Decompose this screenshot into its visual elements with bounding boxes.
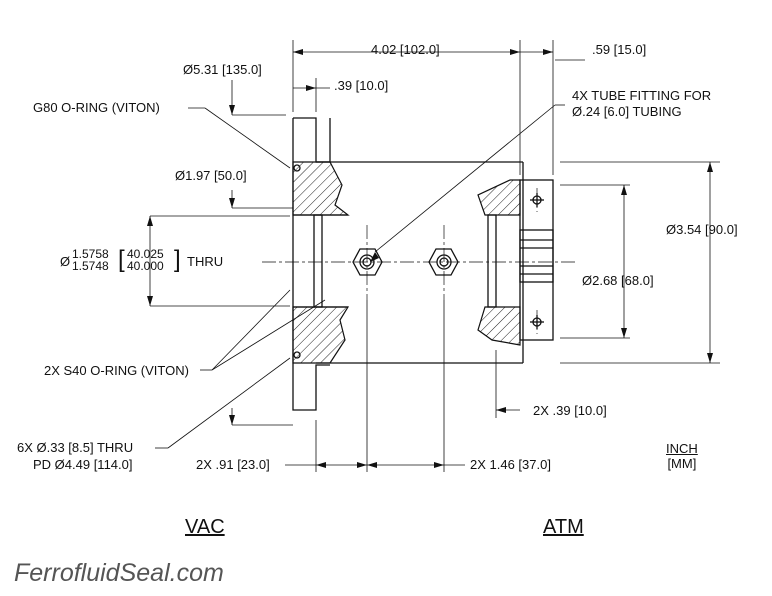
tube-fitting-label-1: 4X TUBE FITTING FOR bbox=[572, 88, 712, 103]
bore-min: 1.5748 bbox=[72, 259, 109, 273]
right-thk-label: 2X .39 [10.0] bbox=[533, 403, 607, 418]
tube-fitting-label-2: Ø.24 [6.0] TUBING bbox=[572, 104, 682, 119]
oring-s40-label: 2X S40 O-RING (VITON) bbox=[44, 363, 189, 378]
units-inch: INCH bbox=[666, 441, 698, 456]
length-right-label: .59 [15.0] bbox=[592, 42, 647, 57]
body-dia-label: Ø3.54 [90.0] bbox=[666, 222, 738, 237]
fit-left-label: 2X .91 [23.0] bbox=[196, 457, 270, 472]
holes-label-2: PD Ø4.49 [114.0] bbox=[33, 457, 133, 472]
length-total-label: 4.02 [102.0] bbox=[371, 42, 440, 57]
bore-bracket-open: [ bbox=[118, 246, 125, 273]
bore-mm-max: 40.025 bbox=[127, 247, 164, 261]
atm-label: ATM bbox=[543, 516, 584, 538]
vac-label: VAC bbox=[185, 516, 225, 538]
housing-dia-label: Ø2.68 [68.0] bbox=[582, 273, 654, 288]
flange-thk-label: .39 [10.0] bbox=[334, 78, 389, 93]
bore-bracket-close: ] bbox=[174, 246, 181, 273]
brand-watermark: FerrofluidSeal.com bbox=[14, 559, 224, 587]
bore-thru: THRU bbox=[187, 254, 224, 269]
bore-max: 1.5758 bbox=[72, 247, 109, 261]
oring-g80-label: G80 O-RING (VITON) bbox=[33, 100, 160, 115]
pilot-dia-label: Ø1.97 [50.0] bbox=[175, 168, 247, 183]
holes-label-1: 6X Ø.33 [8.5] THRU bbox=[17, 440, 134, 455]
units-key: INCH [MM] bbox=[666, 441, 698, 471]
fit-spacing-label: 2X 1.46 [37.0] bbox=[470, 457, 551, 472]
bore-prefix: Ø bbox=[60, 254, 71, 269]
flange-od-label: Ø5.31 [135.0] bbox=[183, 62, 262, 77]
bore-mm-min: 40.000 bbox=[127, 259, 164, 273]
units-mm: [MM] bbox=[667, 456, 697, 471]
